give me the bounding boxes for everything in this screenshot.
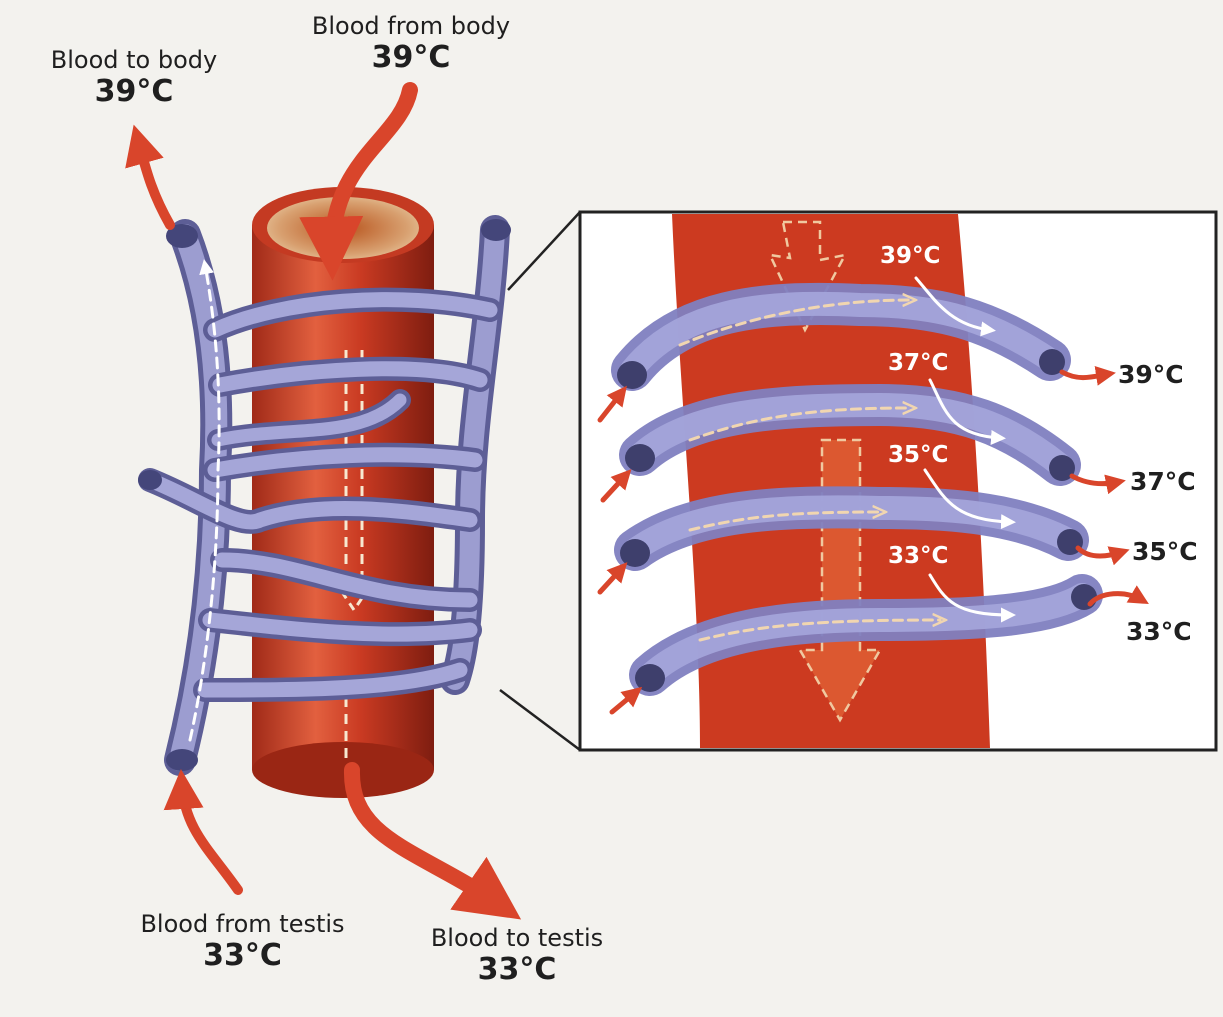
artery-cylinder [252,187,434,798]
blood-from-testis-temp: 33°C [125,938,360,974]
blood-from-body-name: Blood from body [296,12,526,40]
inset-connector-top [508,212,580,290]
vein-outlet-temp-3: 35°C [1132,537,1198,566]
blood-to-body-arrow [138,140,170,225]
vein-outlet-temp-1: 39°C [1118,360,1184,389]
blood-from-testis-arrow [182,785,238,890]
artery-temp-4: 33°C [888,543,948,569]
blood-from-testis-label: Blood from testis 33°C [125,910,360,974]
blood-from-body-label: Blood from body 39°C [296,12,526,76]
artery-temp-2: 37°C [888,350,948,376]
blood-to-body-name: Blood to body [34,46,234,74]
blood-to-body-temp: 39°C [34,74,234,110]
blood-to-testis-name: Blood to testis [412,924,622,952]
artery-temp-1: 39°C [880,243,940,269]
blood-to-testis-temp: 33°C [412,952,622,988]
blood-to-testis-label: Blood to testis 33°C [412,924,622,988]
inset-connector-bottom [500,690,580,750]
vein-outlet-temp-2: 37°C [1130,467,1196,496]
blood-to-body-label: Blood to body 39°C [34,46,234,110]
vein-outlet-temp-4: 33°C [1126,617,1192,646]
blood-from-body-temp: 39°C [296,40,526,76]
blood-from-testis-name: Blood from testis [125,910,360,938]
artery-temp-3: 35°C [888,442,948,468]
